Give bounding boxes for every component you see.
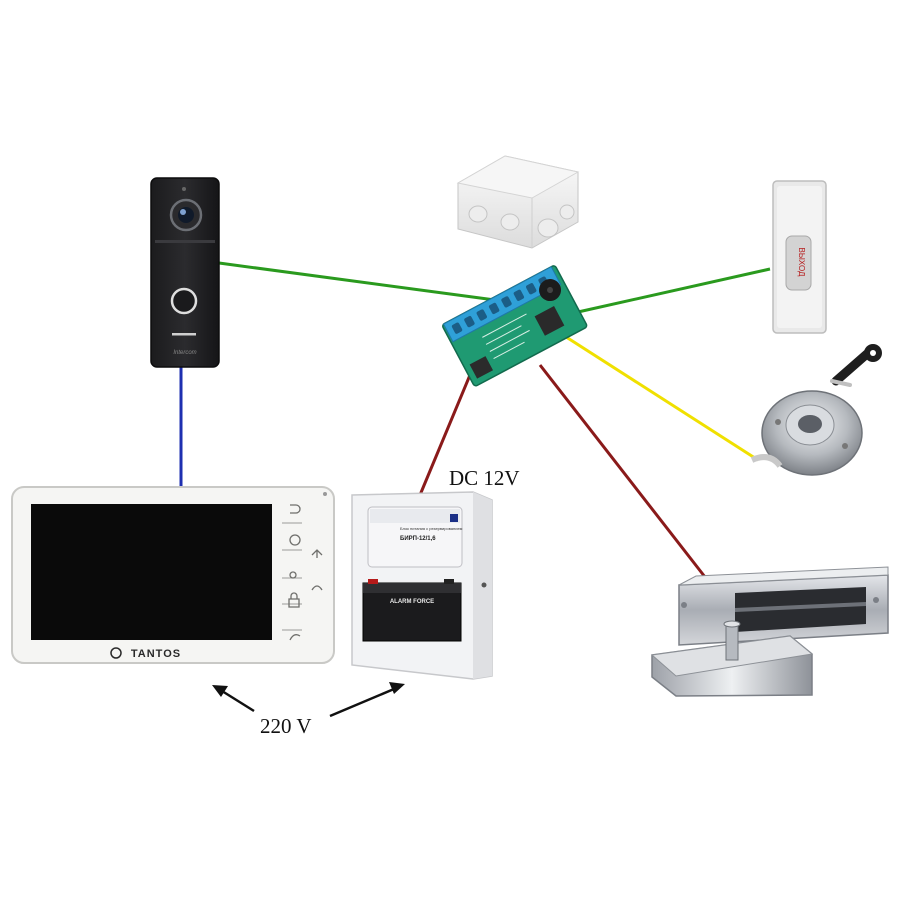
battery-brand: ALARM FORCE [390, 599, 434, 605]
handset-icon [289, 634, 301, 641]
exit-button-wire [577, 267, 771, 314]
key-fob-icon [830, 344, 882, 387]
lock-wire [538, 364, 707, 578]
ac-voltage-label: 220 V [260, 714, 312, 738]
key-reader [750, 390, 863, 476]
magnetic-lock [650, 566, 889, 697]
doorbell-wire [218, 261, 496, 302]
monitor-screen [31, 504, 272, 640]
power-wire [418, 374, 472, 496]
monitor-brand: TANTOS [131, 648, 181, 660]
psu-subtitle: Блок питания с резервированием [400, 526, 463, 531]
junction-box [456, 155, 580, 249]
settings-icon [289, 534, 301, 546]
doorbell-brand: Intercom [173, 350, 196, 356]
monitor-view-icon [311, 585, 323, 591]
power-supply: Блок питания с резервированием БИРП-12/1… [351, 491, 493, 680]
exit-button-label: ВЫХОД [797, 248, 806, 278]
exit-button: ВЫХОД [772, 180, 827, 334]
lock-icon [288, 592, 300, 608]
doorbell-panel: Intercom [150, 177, 220, 368]
psu-title: БИРП-12/1,6 [400, 536, 436, 542]
home-icon [311, 549, 323, 558]
call-button-icon [170, 287, 198, 315]
back-icon [290, 504, 301, 514]
dc-voltage-label: DC 12V [449, 466, 520, 490]
arrows-220v [212, 682, 405, 718]
access-controller [442, 265, 588, 387]
key-icon [289, 571, 297, 579]
arrow-to-monitor-icon [212, 685, 228, 697]
video-monitor: TANTOS [11, 486, 335, 664]
arrow-to-psu-icon [389, 682, 405, 694]
wires [179, 261, 771, 578]
reader-wire [562, 333, 759, 462]
